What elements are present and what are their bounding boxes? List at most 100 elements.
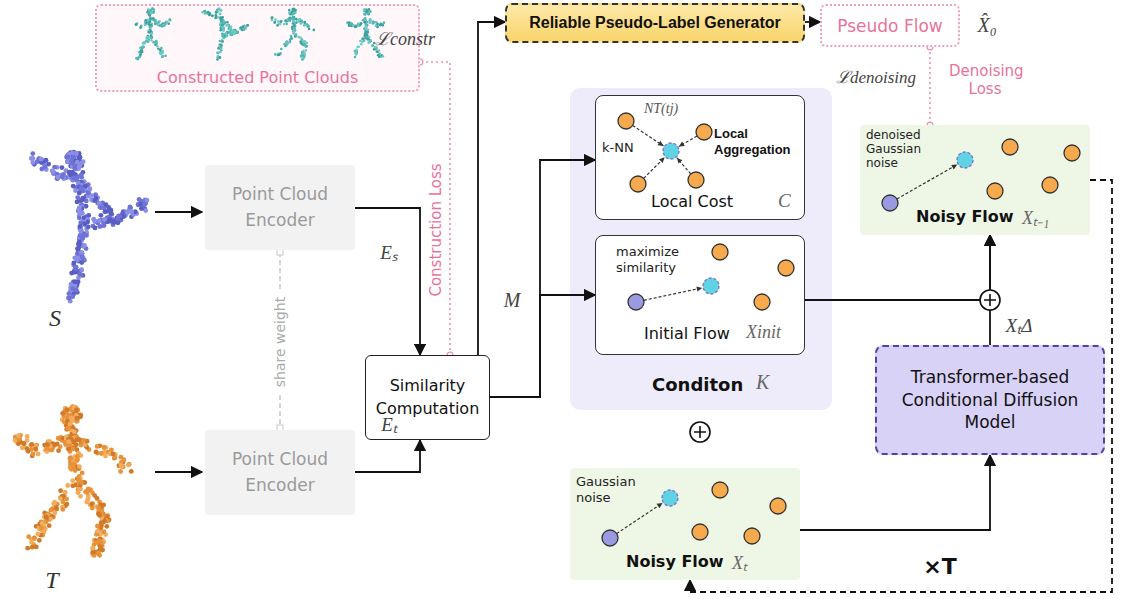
cloud-point [150, 36, 153, 39]
cloud-point [150, 36, 153, 39]
cloud-point [20, 445, 25, 450]
cloud-point [303, 24, 306, 27]
flow-arrow [490, 160, 595, 397]
cloud-point [364, 17, 367, 20]
cloud-point [367, 38, 370, 41]
cloud-point [68, 455, 73, 460]
cloud-point [75, 246, 80, 251]
cloud-point [209, 13, 212, 16]
node-text: Xinit [746, 322, 781, 343]
cloud-point [364, 18, 367, 21]
cloud-point [214, 17, 217, 20]
cloud-point [96, 550, 101, 555]
cloud-point [233, 30, 236, 33]
cloud-point [99, 451, 104, 456]
cloud-point [160, 24, 163, 27]
cloud-point [69, 159, 74, 164]
cloud-point [215, 11, 218, 14]
cloud-point [371, 44, 374, 47]
local-cost-box: NT(tj)k-NNLocal AggregationLocal CostC [595, 95, 805, 220]
cloud-point [77, 240, 82, 245]
cloud-point [354, 56, 357, 59]
cloud-symbol: S [49, 305, 61, 332]
cloud-point [85, 190, 90, 195]
cloud-point [366, 10, 369, 13]
cloud-point [306, 24, 309, 27]
cloud-point [70, 418, 75, 423]
cloud-point [58, 496, 63, 501]
cloud-point [77, 464, 82, 469]
cloud-point [80, 197, 85, 202]
cloud-point [25, 434, 30, 439]
cloud-point [77, 162, 82, 167]
cloud-point [222, 26, 225, 29]
cloud-point [363, 13, 366, 16]
cloud-point [364, 37, 367, 40]
cloud-point [58, 488, 63, 493]
cloud-point [371, 22, 374, 25]
cloud-point [96, 529, 101, 534]
cloud-point [144, 19, 147, 22]
cloud-point [219, 13, 222, 16]
arrow-head [677, 158, 683, 164]
node-text: Point Cloud Encoder [213, 447, 347, 498]
cloud-point [308, 28, 311, 31]
cloud-point [118, 469, 123, 474]
cloud-point [90, 546, 95, 551]
cloud-point [67, 170, 72, 175]
arrow-head [657, 503, 663, 508]
cloud-point [367, 38, 370, 41]
cloud-point [76, 490, 81, 495]
cloud-point [148, 12, 151, 15]
cloud-point [102, 223, 107, 228]
cloud-point [375, 24, 378, 27]
cloud-point [246, 24, 249, 27]
arrow-head [679, 142, 685, 147]
cloud-point [80, 470, 85, 475]
cloud-point [67, 291, 72, 296]
cloud-point [153, 41, 156, 44]
cloud-point [367, 31, 370, 34]
flow-arrow [355, 208, 420, 355]
arrow-head [658, 141, 664, 146]
noisy-flow-box: denoised Gaussian noiseNoisy FlowXₜ₋₁ [860, 125, 1090, 235]
cloud-point [375, 21, 378, 24]
node-text: Transformer-based Conditional Diffusion … [885, 366, 1095, 435]
cloud-point [366, 31, 369, 34]
cloud-point [295, 33, 298, 36]
cloud-point [56, 436, 61, 441]
cloud-point [32, 536, 37, 541]
cloud-point [365, 23, 368, 26]
cloud-point [302, 58, 305, 61]
cloud-point [142, 202, 147, 207]
cloud-point [285, 20, 288, 23]
cloud-point [291, 8, 294, 11]
cloud-point [304, 21, 307, 24]
cloud-point [98, 213, 103, 218]
cloud-point [285, 23, 288, 26]
cloud-point [152, 17, 155, 20]
cloud-point [148, 12, 151, 15]
dashed-arrow [677, 158, 691, 174]
sum-symbol [980, 290, 1000, 310]
cloud-point [105, 514, 110, 519]
cloud-point [242, 25, 245, 28]
cloud-point [85, 220, 90, 225]
cloud-point [363, 10, 366, 13]
cloud-point [44, 515, 49, 520]
cloud-point [382, 55, 385, 58]
flow-arrow [805, 21, 820, 23]
flow-point [628, 294, 644, 310]
cloud-point [77, 215, 82, 220]
cloud-point [74, 416, 79, 421]
cloud-point [220, 9, 223, 12]
cloud-point [367, 41, 370, 44]
cloud-point [64, 155, 69, 160]
cloud-point [80, 256, 85, 261]
share-weight-line [279, 252, 281, 290]
cloud-point [74, 442, 79, 447]
cloud-point [364, 13, 367, 16]
cloud-point [211, 15, 214, 18]
cloud-point [215, 11, 218, 14]
cloud-point [25, 446, 30, 451]
